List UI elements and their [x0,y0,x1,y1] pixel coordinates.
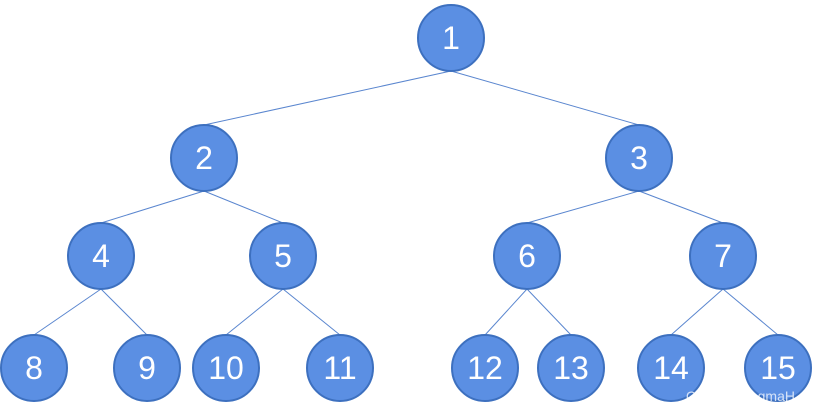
node-label: 2 [195,140,213,176]
tree-node-8: 8 [0,334,68,402]
tree-node-2: 2 [170,124,238,192]
watermark: CSDN @…gmaH… [685,388,809,404]
edge-1-2 [203,70,452,126]
node-label: 8 [25,350,43,386]
node-label: 14 [653,350,689,386]
node-circle [249,222,317,290]
tree-node-7: 7 [689,222,757,290]
node-label: 4 [92,238,110,274]
node-circle [451,334,519,402]
tree-node-6: 6 [493,222,561,290]
edge-3-7 [638,190,724,224]
node-label: 3 [630,140,648,176]
edge-3-6 [526,190,640,224]
edge-6-12 [484,288,528,336]
tree-node-15: 15 [744,334,812,402]
node-circle [689,222,757,290]
edge-5-10 [225,288,284,336]
node-label: 12 [467,350,503,386]
node-label: 10 [208,350,244,386]
node-label: 11 [323,350,356,386]
tree-node-1: 1 [417,4,485,72]
edge-2-4 [100,190,205,224]
tree-node-10: 10 [192,334,260,402]
edge-6-13 [526,288,572,336]
tree-node-14: 14 [637,334,705,402]
tree-node-12: 12 [451,334,519,402]
node-circle [0,334,68,402]
tree-node-13: 13 [537,334,605,402]
node-label: 5 [274,238,292,274]
edge-4-8 [33,288,102,336]
node-label: 9 [138,350,156,386]
node-label: 13 [553,350,589,386]
node-circle [417,4,485,72]
edge-1-3 [450,70,640,126]
tree-node-9: 9 [113,334,181,402]
node-circle [605,124,673,192]
node-label: 6 [518,238,536,274]
tree-edges [33,70,779,336]
node-circle [192,334,260,402]
node-label: 1 [442,20,460,56]
node-circle [744,334,812,402]
tree-node-5: 5 [249,222,317,290]
edge-4-9 [100,288,148,336]
node-circle [306,334,374,402]
tree-node-3: 3 [605,124,673,192]
node-circle [637,334,705,402]
node-circle [537,334,605,402]
node-circle [493,222,561,290]
tree-node-4: 4 [67,222,135,290]
node-circle [67,222,135,290]
edge-7-14 [670,288,724,336]
node-circle [170,124,238,192]
node-circle [113,334,181,402]
tree-node-11: 11 [306,334,374,402]
edge-5-11 [282,288,341,336]
edge-2-5 [203,190,284,224]
node-label: 7 [714,238,732,274]
node-label: 15 [760,350,796,386]
edge-7-15 [722,288,779,336]
